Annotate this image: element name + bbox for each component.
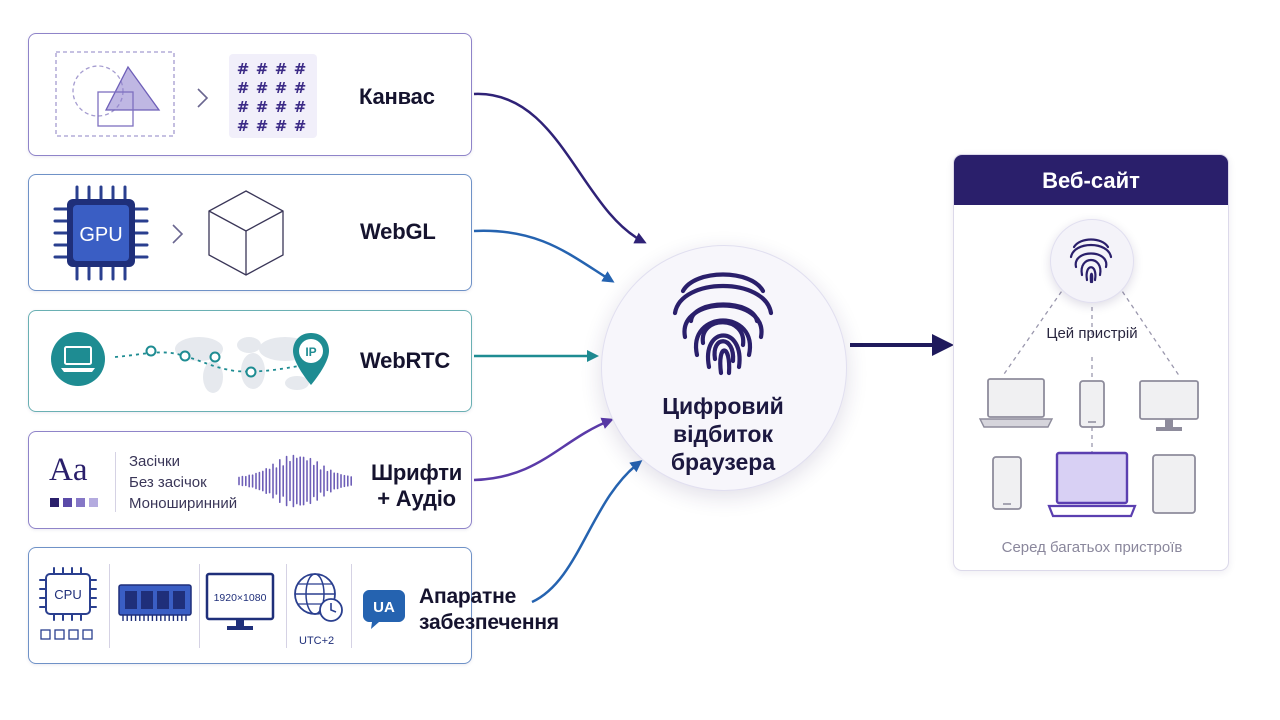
fingerprint-icon <box>672 272 774 376</box>
connection-path <box>114 345 306 378</box>
ip-pin-icon: IP <box>293 333 329 385</box>
font-sample-icon: Aa <box>49 452 88 488</box>
hardware-label-line2: забезпечення <box>419 611 559 634</box>
canvas-card: ################ Канвас <box>28 33 472 156</box>
website-caption: Серед багатьох пристроїв <box>1001 539 1183 556</box>
hash-symbol: # <box>237 117 250 135</box>
hardware-label-line1: Апаратне <box>419 585 517 608</box>
hash-grid-icon: ################ <box>229 54 317 138</box>
chevron-right-icon <box>172 224 184 244</box>
gpu-chip-text: GPU <box>79 224 122 246</box>
this-device-label: Цей пристрій <box>1046 325 1138 342</box>
center-title: Цифровий відбиток браузера <box>662 393 784 475</box>
hardware-label: Апаратне забезпечення <box>419 584 559 636</box>
globe-clock-icon <box>294 573 343 622</box>
website-title: Веб-сайт <box>954 155 1228 205</box>
hash-symbol: # <box>237 79 250 97</box>
resolution-text: 1920×1080 <box>214 592 267 604</box>
monitor-icon: 1920×1080 <box>205 572 275 630</box>
font-type-sans: Без засічок <box>129 474 207 491</box>
font-swatches <box>50 498 98 507</box>
gpu-chip-icon: GPU <box>53 185 149 281</box>
hash-symbol: # <box>256 60 269 78</box>
hardware-divider-2 <box>199 564 200 648</box>
device-connections <box>1001 284 1181 453</box>
canvas-shapes-icon <box>55 51 175 137</box>
laptop-device-icon <box>978 378 1054 428</box>
fingerprint-small-icon <box>1069 238 1113 284</box>
tablet-device-icon <box>1152 454 1196 514</box>
ip-pin-text: IP <box>305 345 316 359</box>
hash-symbol: # <box>256 98 269 116</box>
fonts-audio-card: Aa Засічки Без засічок Моноширинний Шриф… <box>28 431 472 529</box>
font-type-serif: Засічки <box>129 453 180 470</box>
fonts-label-line1: Шрифти <box>371 460 463 485</box>
phone-device-icon <box>992 456 1022 510</box>
hardware-divider-4 <box>351 564 352 648</box>
hardware-divider-3 <box>286 564 287 648</box>
hash-symbol: # <box>294 117 307 135</box>
hardware-card: CPU 1920×1080 UTC+2 UA Апаратне забезпеч… <box>28 547 559 664</box>
cpu-text: CPU <box>54 587 81 602</box>
hash-symbol: # <box>275 117 288 135</box>
webrtc-label: WebRTC <box>360 348 451 373</box>
hash-symbol: # <box>256 117 269 135</box>
hardware-divider-1 <box>109 564 110 648</box>
hash-symbol: # <box>294 79 307 97</box>
ua-bubble-icon: UA <box>363 590 405 629</box>
audio-waveform-icon <box>238 454 352 508</box>
laptop-device-icon <box>1047 451 1137 518</box>
hash-symbol: # <box>294 98 307 116</box>
website-panel: Веб-сайт Цей пристрій <box>953 154 1229 571</box>
arrow-canvas <box>473 92 647 244</box>
fonts-label-line2: + Аудіо <box>377 486 456 511</box>
webgl-label: WebGL <box>360 219 436 244</box>
desktop-device-icon <box>1139 380 1199 431</box>
hash-symbol: # <box>237 98 250 116</box>
cube-icon <box>208 190 284 276</box>
webrtc-card: IP WebRTC <box>28 310 472 412</box>
arrow-fonts <box>473 417 614 482</box>
webgl-card: GPU WebGL <box>28 174 472 291</box>
font-type-mono: Моноширинний <box>129 495 238 512</box>
arrow-hardware <box>531 460 643 604</box>
fonts-audio-label: Шрифти + Аудіо <box>371 460 462 512</box>
hash-symbol: # <box>275 79 288 97</box>
cpu-icon: CPU <box>39 567 97 640</box>
hash-symbol: # <box>294 60 307 78</box>
laptop-icon <box>51 332 105 386</box>
canvas-label: Канвас <box>359 84 435 109</box>
font-types-divider <box>115 452 116 512</box>
hash-symbol: # <box>275 98 288 116</box>
arrow-webgl <box>473 229 615 283</box>
hash-symbol: # <box>275 60 288 78</box>
ua-text: UA <box>373 599 395 616</box>
hash-symbol: # <box>256 79 269 97</box>
timezone-text: UTC+2 <box>299 635 335 647</box>
hash-symbol: # <box>237 60 250 78</box>
chevron-right-icon <box>197 88 209 108</box>
phone-device-icon <box>1079 380 1105 428</box>
memory-icon <box>118 584 192 621</box>
